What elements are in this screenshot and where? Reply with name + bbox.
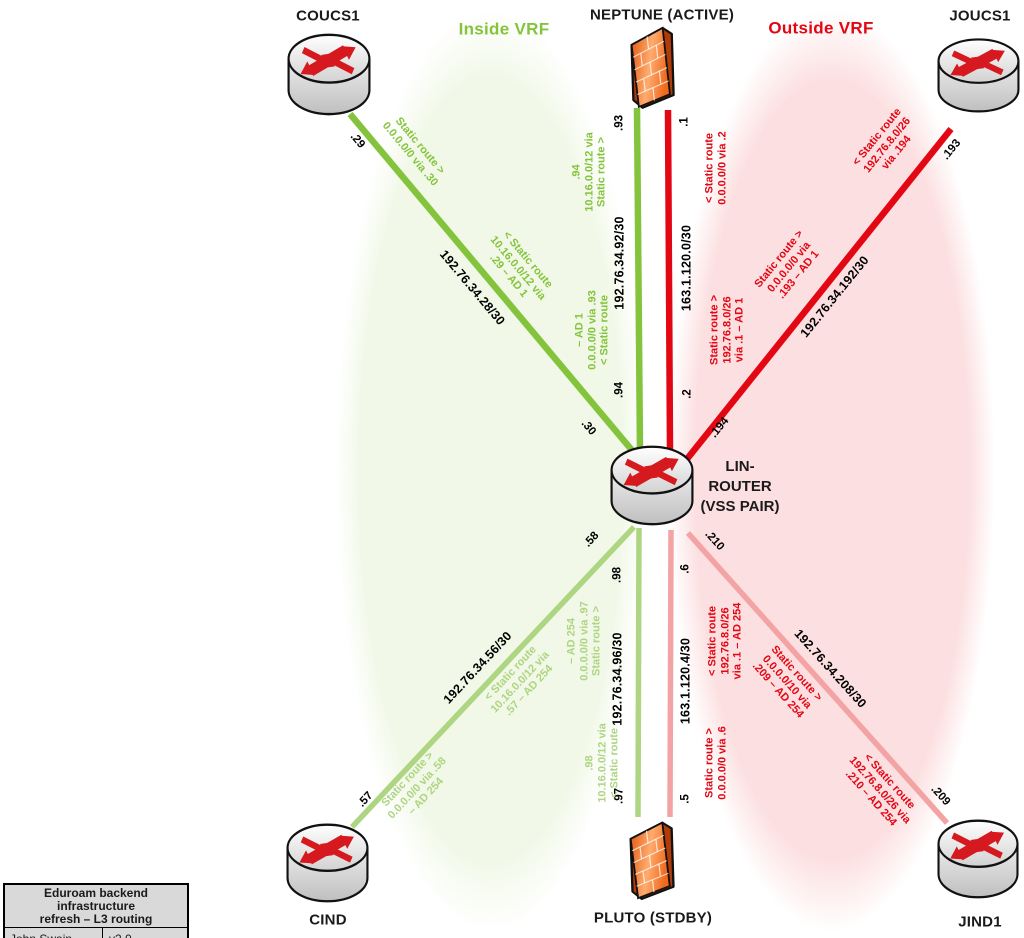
firewall-icon-neptune <box>630 26 675 109</box>
link-cind-lin-router <box>349 525 637 829</box>
if-label-lin-94: .94 <box>613 382 626 398</box>
router-icon-lin-router <box>610 445 694 526</box>
subnet-label-pluto-outside: 163.1.120.4/30 <box>678 637 693 725</box>
link-pluto-lin-router-outside <box>667 529 674 818</box>
outside-vrf-zone <box>669 8 995 932</box>
link-neptune-lin-router-inside <box>633 107 644 453</box>
if-label-neptune-1: .1 <box>678 117 691 127</box>
node-label-pluto: PLUTO (STDBY) <box>593 909 713 927</box>
subnet-label-neptune-inside: 192.76.34.92/30 <box>612 216 627 310</box>
if-label-neptune-93: .93 <box>613 115 626 131</box>
router-icon-coucs1 <box>287 33 371 116</box>
subnet-label-pluto-inside: 192.76.34.96/30 <box>610 632 625 726</box>
router-icon-joucs1 <box>937 38 1020 113</box>
node-label-joucs1: JOUCS1 <box>949 7 1011 25</box>
router-icon-jind1 <box>937 819 1019 899</box>
route-label-pluto-inside-inner: Static route >0.0.0.0/0 via .97– AD 254 <box>565 601 603 681</box>
if-label-lin-2: .2 <box>681 389 694 399</box>
subnet-label-neptune-outside: 163.1.120.0/30 <box>679 224 694 312</box>
author-cell: John Swain <box>5 928 103 938</box>
node-label-neptune: NEPTUNE (ACTIVE) <box>589 6 735 24</box>
outside-vrf-label: Outside VRF <box>768 18 874 38</box>
if-label-lin-98: .98 <box>611 567 624 583</box>
if-label-pluto-5: .5 <box>679 794 692 804</box>
version-cell: v2.0 30/05/2014 <box>103 928 187 938</box>
link-jind1-lin-router <box>685 531 950 825</box>
link-coucs1-lin-router <box>347 111 644 464</box>
node-label-cind: CIND <box>309 911 347 929</box>
inside-vrf-label: Inside VRF <box>458 19 550 39</box>
route-label-pluto-outside-outer: Static route >0.0.0.0/0 via .6 <box>703 726 729 800</box>
node-label-jind1: JIND1 <box>958 913 1002 931</box>
link-neptune-lin-router-outside <box>664 109 674 451</box>
link-joucs1-lin-router <box>684 126 954 462</box>
route-label-neptune-inside-outer: Static route >10.16.0.0/12 via.94 <box>570 132 608 212</box>
node-label-coucs1: COUCS1 <box>296 7 360 25</box>
link-pluto-lin-router-inside <box>635 527 642 818</box>
router-icon-cind <box>286 823 369 903</box>
if-label-lin-6: .6 <box>679 564 692 574</box>
node-label-lin-router: LIN-ROUTER(VSS PAIR) <box>700 458 780 515</box>
firewall-icon-pluto <box>629 821 675 901</box>
